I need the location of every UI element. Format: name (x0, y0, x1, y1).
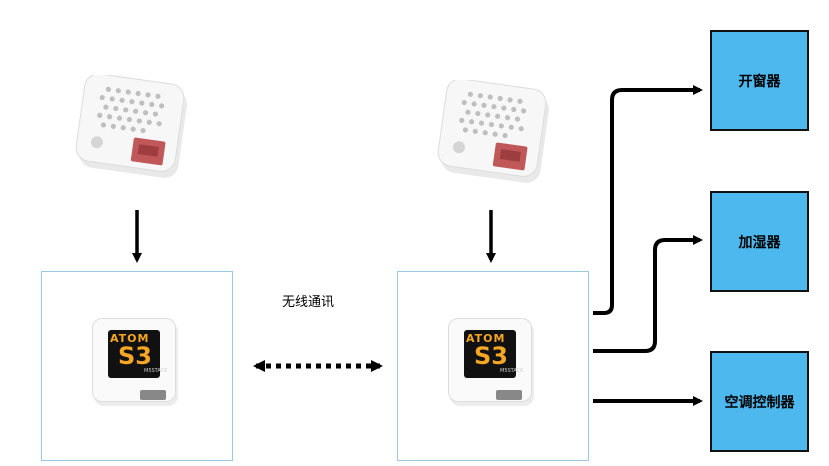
wireless-comm-label: 无线通讯 (282, 295, 335, 310)
atom-model-text: S3 (118, 342, 152, 370)
ac-controller-label: 空调控制器 (724, 394, 795, 411)
atom-brand-text: ATOM (466, 332, 506, 345)
atom-maker-text: M5STACK (144, 368, 168, 374)
humidifier-box: 加湿器 (710, 191, 809, 292)
atom-brand-text: ATOM (110, 332, 150, 345)
sensor-unit-left-icon (75, 75, 187, 178)
sensor-unit-right-icon (437, 80, 549, 183)
to-humidifier-arrow (593, 235, 703, 353)
to-window-opener-arrow (593, 85, 703, 315)
humidifier-label: 加湿器 (738, 234, 781, 251)
atom-s3-left-icon: ATOM S3 M5STACK (92, 318, 188, 414)
window-opener-label: 开窗器 (738, 73, 781, 90)
atom-model-text: S3 (474, 342, 508, 370)
ac-controller-box: 空调控制器 (710, 351, 809, 452)
atom-maker-text: M5STACK (500, 368, 524, 374)
atom-s3-right-icon: ATOM S3 M5STACK (448, 318, 544, 414)
window-opener-box: 开窗器 (710, 30, 809, 131)
